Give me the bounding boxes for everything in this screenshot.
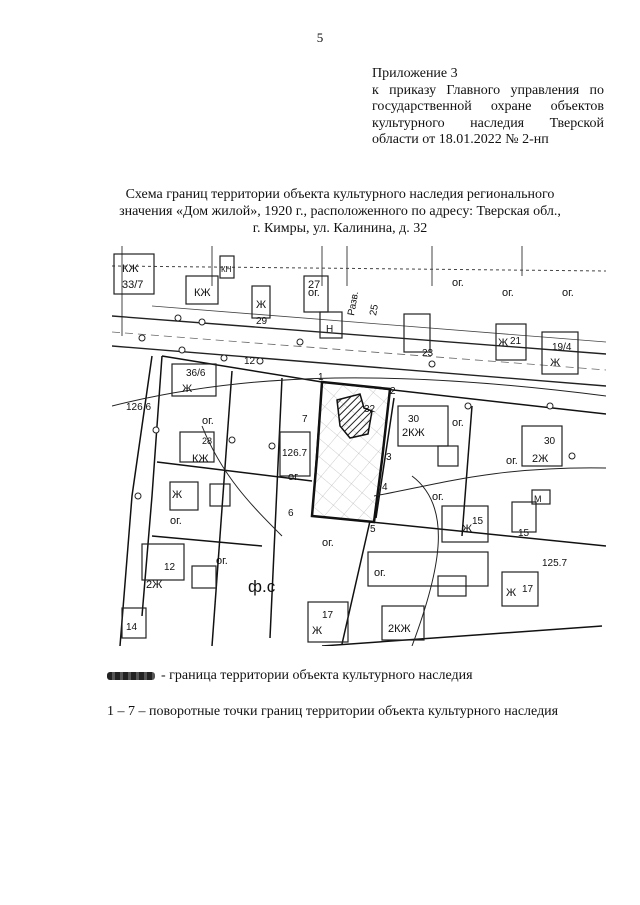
appendix-line: области от 18.01.2022 № 2-нп [372, 132, 549, 147]
label: ог. [202, 415, 214, 427]
title-line: Схема границ территории объекта культурн… [125, 187, 555, 202]
label: ф.с [248, 577, 276, 596]
label: 30 [408, 414, 420, 425]
label: ог. [322, 537, 334, 549]
label: Ж [312, 625, 322, 637]
label: 126.6 [126, 402, 151, 413]
label: КЖ [122, 263, 139, 275]
label: 19/4 [552, 342, 572, 353]
boundary-points: 1 2 3 4 5 6 7 [288, 372, 396, 535]
point-6: 6 [288, 508, 294, 519]
label: М [534, 494, 542, 504]
label: Ж [506, 587, 516, 599]
survey-dots [134, 314, 576, 500]
label: ог. [432, 491, 444, 503]
label: 15 [518, 528, 530, 539]
contour-lines [112, 377, 606, 646]
label: Н [326, 324, 333, 335]
label: 12 [164, 562, 176, 573]
label: Ж [256, 299, 266, 311]
boundary-swatch [107, 672, 155, 680]
cadastral-map: 1 2 3 4 5 6 7 КЖ 33/7 КЖ КН ог. ог. ог. … [112, 246, 606, 646]
label: Ж [172, 489, 182, 501]
label: 32 [364, 404, 376, 415]
label: 2КЖ [402, 427, 425, 439]
label: 126.7 [282, 448, 307, 459]
street [112, 305, 606, 387]
buildings-north [113, 253, 579, 375]
label: ог. [562, 287, 574, 299]
title-line: г. Кимры, ул. Калинина, д. 32 [252, 221, 428, 236]
label: 30 [544, 436, 556, 447]
appendix-block: Приложение 3 к приказу Главного управлен… [372, 66, 604, 149]
appendix-line: культурного наследия Тверской [372, 115, 604, 131]
legend-points-text: 1 – 7 – поворотные точки границ территор… [107, 704, 559, 719]
label: 29 [256, 316, 268, 327]
label: 2КЖ [388, 623, 411, 635]
label: 15 [472, 516, 484, 527]
label: ог. [506, 455, 518, 467]
label: ог. [308, 287, 320, 299]
point-7: 7 [302, 414, 308, 425]
title-line: значения «Дом жилой», 1920 г., расположе… [119, 204, 561, 219]
label: ог. [452, 417, 464, 429]
label: 27 [308, 279, 320, 291]
label: Разв. [346, 291, 361, 317]
label: 125.7 [542, 558, 567, 569]
point-5: 5 [370, 524, 376, 535]
buildings-south [121, 363, 563, 643]
label: ог. [502, 287, 514, 299]
label: Ж [182, 383, 192, 395]
point-3: 3 [386, 452, 392, 463]
label: ог. [170, 515, 182, 527]
label: 14 [126, 622, 138, 633]
map-svg: 1 2 3 4 5 6 7 КЖ 33/7 КЖ КН ог. ог. ог. … [112, 246, 606, 646]
label: КН [221, 265, 232, 274]
label: Ж [498, 337, 508, 349]
label: 36/6 [186, 368, 206, 379]
label: 2Ж [532, 453, 548, 465]
label: 23 [422, 348, 434, 359]
appendix-line: государственной охране объектов [372, 99, 604, 114]
label: КЖ [192, 453, 209, 465]
heritage-boundary [310, 380, 392, 524]
label: 25 [368, 303, 381, 316]
legend-points: 1 – 7 – поворотные точки границ территор… [107, 704, 558, 720]
label: ог. [216, 555, 228, 567]
label: 17 [322, 610, 334, 621]
label: 33/7 [122, 279, 143, 291]
label: 28 [202, 436, 212, 446]
label: 2Ж [146, 579, 162, 591]
point-4: 4 [382, 482, 388, 493]
legend-boundary-text: - граница территории объекта культурного… [161, 668, 473, 683]
street-hatching [112, 246, 606, 336]
label: КЖ [194, 287, 211, 299]
point-1: 1 [318, 372, 324, 383]
label: 12 [244, 356, 256, 367]
label: ог. [288, 471, 300, 483]
label: 21 [510, 336, 522, 347]
page-number: 5 [316, 30, 324, 45]
appendix-line: Приложение 3 [372, 66, 458, 81]
parcel-lines [119, 355, 606, 646]
label: ог. [452, 277, 464, 289]
map-labels: КЖ 33/7 КЖ КН ог. ог. ог. ог. 27 Ж 29 Ра… [122, 263, 574, 637]
label: ог. [374, 567, 386, 579]
label: 17 [522, 584, 534, 595]
point-2: 2 [390, 386, 396, 397]
label: Ж [550, 357, 560, 369]
appendix-line: к приказу Главного управления по [372, 82, 604, 98]
label: Ж [462, 523, 472, 535]
document-title: Схема границ территории объекта культурн… [90, 186, 590, 237]
legend-boundary: - граница территории объекта культурного… [107, 668, 473, 684]
